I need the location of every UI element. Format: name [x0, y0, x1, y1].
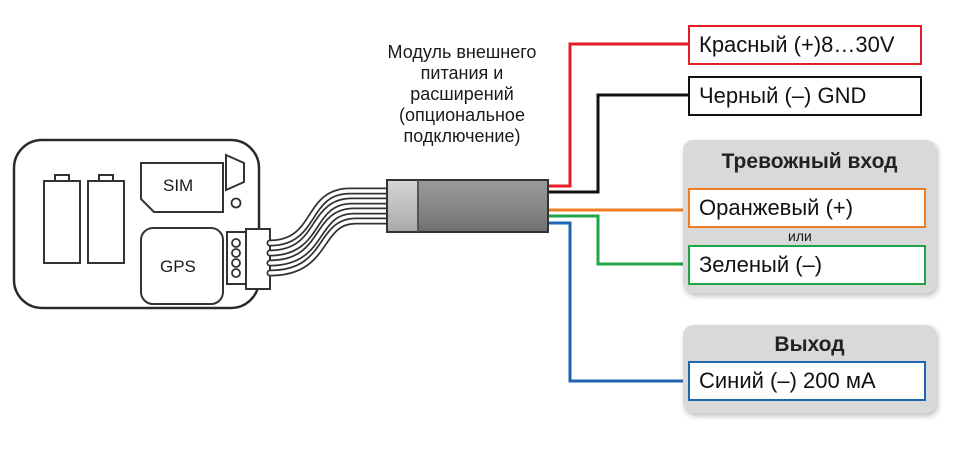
- gps-label: GPS: [160, 257, 196, 276]
- black-wire-label-box: Черный (–) GND: [688, 76, 922, 116]
- gps-module: [140, 227, 224, 305]
- sim-label: SIM: [163, 176, 194, 195]
- output-title: Выход: [774, 333, 845, 356]
- blue-wire-label-box: Синий (–) 200 мА: [688, 361, 926, 401]
- orange-wire-label: Оранжевый (+): [699, 195, 854, 220]
- red-wire-label: Красный (+)8…30V: [699, 32, 895, 57]
- green-wire-label-box: Зеленый (–): [688, 245, 926, 285]
- red-wire-label-box: Красный (+)8…30V: [688, 25, 922, 65]
- orange-wire-label-box: Оранжевый (+): [688, 188, 926, 228]
- module-caption-line: Модуль внешнего: [387, 42, 537, 62]
- battery-icon: [43, 174, 125, 264]
- tracker-connector: [226, 228, 271, 290]
- blue-wire: [548, 221, 688, 383]
- or-label: или: [788, 228, 812, 244]
- cable: [266, 187, 394, 277]
- module-caption: Модуль внешнего питания и расширений (оп…: [352, 42, 572, 147]
- module-caption-line: питания и: [420, 63, 504, 83]
- black-wire: [548, 93, 688, 194]
- black-wire-label: Черный (–) GND: [699, 83, 867, 108]
- expansion-module: [386, 179, 549, 233]
- blue-wire-label: Синий (–) 200 мА: [699, 368, 876, 393]
- green-wire-label: Зеленый (–): [699, 252, 823, 277]
- module-caption-line: (опциональное: [399, 105, 525, 125]
- red-wire: [548, 42, 688, 188]
- tracker-device: [12, 138, 271, 310]
- module-caption-line: подключение): [403, 126, 521, 146]
- sim-slot: [140, 153, 245, 213]
- alarm-input-title: Тревожный вход: [721, 150, 898, 173]
- green-wire: [548, 214, 688, 266]
- module-caption-line: расширений: [410, 84, 514, 104]
